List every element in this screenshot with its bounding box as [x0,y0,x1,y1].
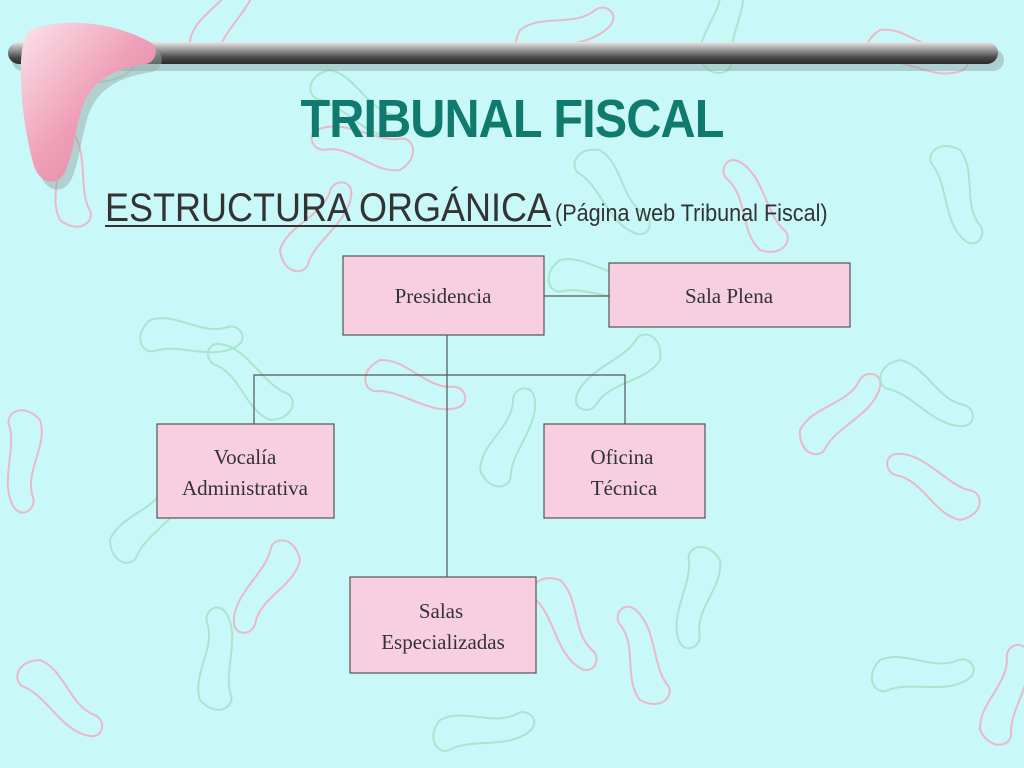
subtitle-main: ESTRUCTURA ORGÁNICA [105,186,552,230]
node-oficina-tecnica: Oficina Técnica [543,423,706,519]
node-oficina-label-line2: Técnica [591,476,658,500]
node-vocalia-label-line1: Vocalía [214,445,277,469]
node-sala-plena: Sala Plena [608,262,851,328]
node-presidencia: Presidencia [342,255,545,336]
node-vocalia-administrativa: Vocalía Administrativa [156,423,335,519]
node-presidencia-label: Presidencia [395,284,492,308]
node-sala-plena-label: Sala Plena [685,284,774,308]
node-salas-especializadas: Salas Especializadas [349,576,537,674]
slide-subtitle: ESTRUCTURA ORGÁNICA (Página web Tribunal… [105,186,828,231]
node-salas-label-line2: Especializadas [381,630,505,654]
node-salas-label-line1: Salas [419,599,463,623]
subtitle-source-note: (Página web Tribunal Fiscal) [555,200,828,227]
connector-branch-horizontal [253,374,626,424]
node-oficina-label-line1: Oficina [591,445,655,469]
decorative-rod-ornament [8,22,1004,190]
node-vocalia-label-line2: Administrativa [182,476,309,500]
slide-title: TRIBUNAL FISCAL [300,89,725,149]
